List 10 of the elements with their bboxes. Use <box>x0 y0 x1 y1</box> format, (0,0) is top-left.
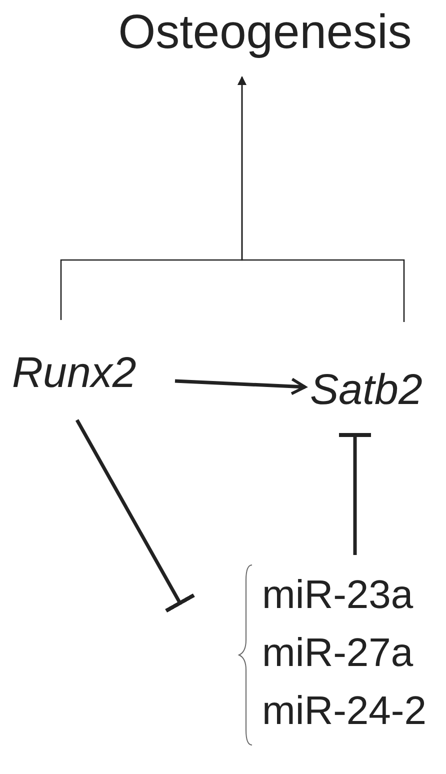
inhibition-line <box>337 433 373 555</box>
gene-label: miR-24-2 <box>262 688 426 734</box>
gene-label: Satb2 <box>310 366 422 416</box>
gene-label: Runx2 <box>12 348 136 398</box>
gene-label: miR-23a <box>262 572 414 618</box>
arrow <box>237 76 405 322</box>
arrow <box>174 378 306 396</box>
inhibition-line <box>75 419 196 613</box>
gene-label: miR-27a <box>262 630 414 676</box>
process-label: Osteogenesis <box>118 5 412 61</box>
